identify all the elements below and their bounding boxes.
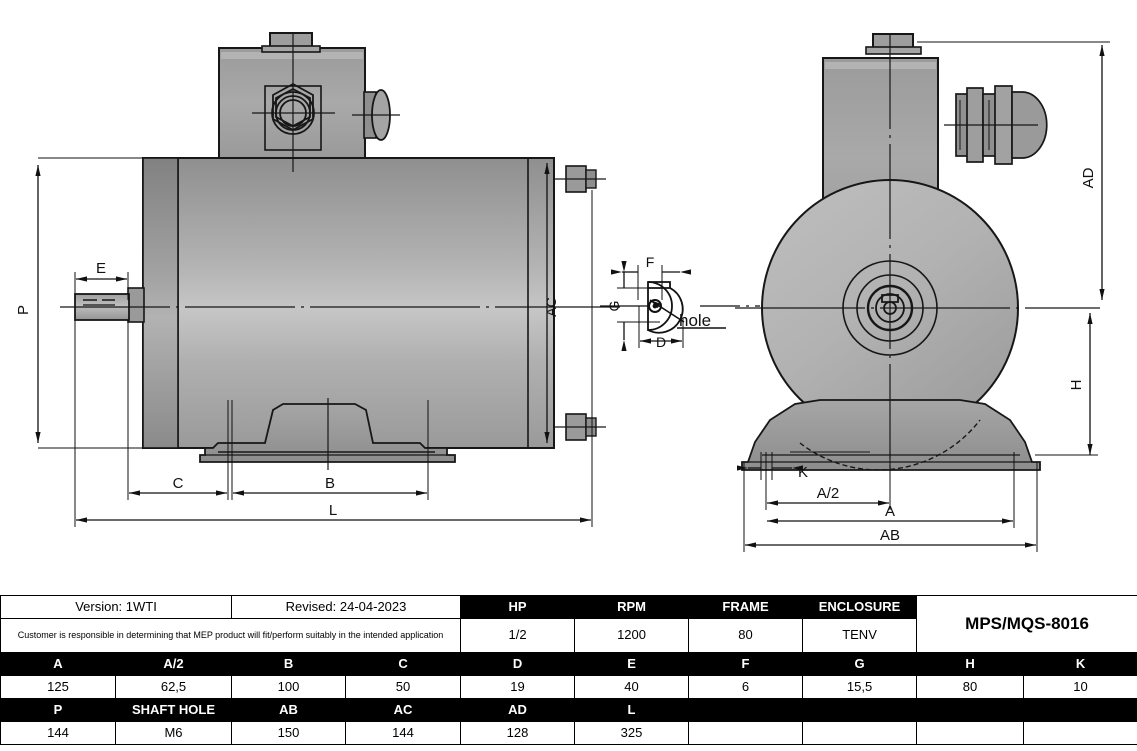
dim-label-D: D — [656, 334, 666, 350]
header-A-half: A/2 — [114, 652, 233, 676]
header-blank-4 — [1023, 698, 1137, 722]
dimension-E: E — [74, 260, 129, 300]
header-frame: FRAME — [688, 595, 804, 619]
header-AC: AC — [345, 698, 462, 722]
table-row-dim-headers-2: P SHAFT HOLE AB AC AD L — [0, 698, 1137, 722]
header-blank-2 — [802, 698, 918, 722]
header-AD: AD — [460, 698, 576, 722]
header-E: E — [574, 652, 690, 676]
header-shaft-hole: SHAFT HOLE — [114, 698, 233, 722]
header-P: P — [0, 698, 116, 722]
header-D: D — [460, 652, 576, 676]
dim-label-B: B — [325, 475, 335, 492]
specification-table: Version: 1WTI Revised: 24-04-2023 HP RPM… — [0, 595, 1137, 745]
dim-label-AD: AD — [1080, 167, 1097, 188]
side-elevation-view: P E AC C — [15, 32, 620, 527]
value-B: 100 — [231, 675, 347, 699]
version-cell: Version: 1WTI — [0, 595, 233, 619]
dim-label-AC: AC — [543, 297, 559, 316]
value-AD: 128 — [460, 721, 576, 745]
header-enclosure: ENCLOSURE — [802, 595, 918, 619]
header-C: C — [345, 652, 462, 676]
table-row-dim-values-2: 144 M6 150 144 128 325 — [0, 721, 1137, 745]
header-H: H — [916, 652, 1025, 676]
value-L: 325 — [574, 721, 690, 745]
revised-cell: Revised: 24-04-2023 — [231, 595, 462, 619]
value-D: 19 — [460, 675, 576, 699]
detail-label-hole: hole — [679, 311, 711, 330]
table-row-version: Version: 1WTI Revised: 24-04-2023 HP RPM… — [0, 595, 1137, 653]
dimension-AD: AD — [917, 41, 1110, 300]
header-A: A — [0, 652, 116, 676]
dim-label-H: H — [1068, 380, 1085, 391]
value-P: 144 — [0, 721, 116, 745]
header-blank-3 — [916, 698, 1025, 722]
value-K: 10 — [1023, 675, 1137, 699]
value-A: 125 — [0, 675, 116, 699]
value-F: 6 — [688, 675, 804, 699]
value-H: 80 — [916, 675, 1025, 699]
header-L: L — [574, 698, 690, 722]
dim-label-AB: AB — [880, 527, 900, 544]
dimension-D: D — [638, 306, 684, 350]
value-A-half: 62,5 — [114, 675, 233, 699]
dimension-C: C — [127, 320, 229, 500]
value-blank-2 — [802, 721, 918, 745]
dim-label-A-half: A/2 — [817, 485, 840, 502]
dimension-A: A — [767, 452, 1015, 528]
value-AB: 150 — [231, 721, 347, 745]
table-row-dim-headers-1: A A/2 B C D E F G H K — [0, 652, 1137, 676]
table-row-dim-values-1: 125 62,5 100 50 19 40 6 15,5 80 10 — [0, 675, 1137, 699]
value-enclosure: TENV — [802, 618, 918, 653]
header-F: F — [688, 652, 804, 676]
header-rpm: RPM — [574, 595, 690, 619]
value-blank-4 — [1023, 721, 1137, 745]
dim-label-L: L — [329, 502, 337, 519]
header-G: G — [802, 652, 918, 676]
dimension-A-half: A/2 — [765, 452, 891, 510]
model-cell: MPS/MQS-8016 — [916, 595, 1137, 653]
value-AC: 144 — [345, 721, 462, 745]
dimension-H: H — [1035, 313, 1098, 456]
value-frame: 80 — [688, 618, 804, 653]
dimension-K: K — [737, 452, 808, 481]
value-E: 40 — [574, 675, 690, 699]
dim-label-A: A — [885, 503, 895, 520]
dim-label-F: F — [646, 254, 655, 270]
value-blank-1 — [688, 721, 804, 745]
value-blank-3 — [916, 721, 1025, 745]
value-rpm: 1200 — [574, 618, 690, 653]
shaft-keyway-detail-view: hole F G — [600, 254, 760, 351]
header-B: B — [231, 652, 347, 676]
value-shaft-hole: M6 — [114, 721, 233, 745]
dim-label-E: E — [96, 260, 106, 277]
dim-label-P: P — [15, 305, 32, 315]
header-K: K — [1023, 652, 1137, 676]
dimension-L: L — [74, 190, 593, 527]
dim-label-C: C — [173, 475, 184, 492]
dimension-AB: AB — [743, 462, 1038, 552]
disclaimer-cell: Customer is responsible in determining t… — [0, 618, 462, 653]
value-G: 15,5 — [802, 675, 918, 699]
table-row-spec-values: Customer is responsible in determining t… — [0, 618, 1137, 653]
value-hp: 1/2 — [460, 618, 576, 653]
dimension-B: B — [231, 400, 429, 500]
dimension-F: F — [611, 254, 691, 300]
technical-drawing: P E AC C — [15, 32, 1110, 552]
dimension-P: P — [15, 157, 143, 449]
header-AB: AB — [231, 698, 347, 722]
value-C: 50 — [345, 675, 462, 699]
dim-label-K: K — [798, 464, 808, 481]
header-blank-1 — [688, 698, 804, 722]
spec-table: Version: 1WTI Revised: 24-04-2023 HP RPM… — [0, 595, 1137, 745]
end-elevation-view: AD H K — [735, 33, 1110, 552]
dimension-AC: AC — [543, 163, 559, 443]
header-hp: HP — [460, 595, 576, 619]
